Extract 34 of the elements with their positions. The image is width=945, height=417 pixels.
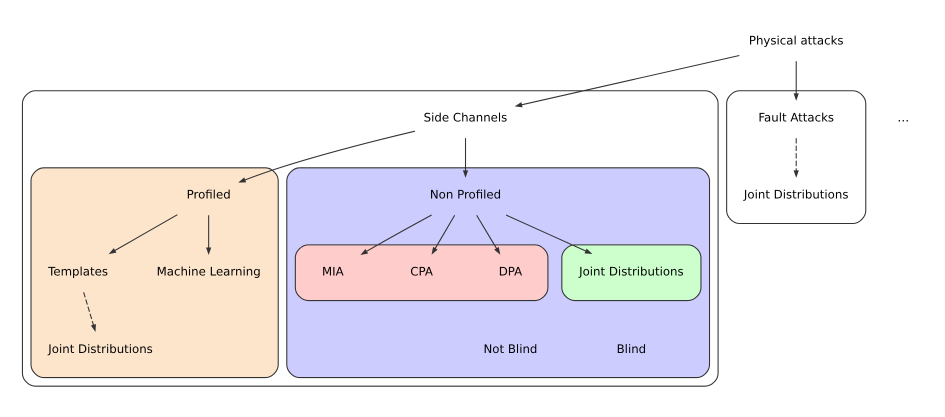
node-text: Fault Attacks [758,110,834,125]
cluster [21,90,718,387]
arrow [793,61,798,101]
arrow [82,292,96,332]
node-text: Joint Distributions [48,342,152,356]
arrow [476,214,500,255]
cluster [286,167,710,378]
node-text: Templates [48,264,108,279]
cluster [294,244,548,302]
node-text: Joint Distributions [743,188,848,202]
arrow [462,138,468,178]
arrow [514,54,739,108]
node-text: Physical attacks [748,34,844,48]
label: Blind [616,342,646,356]
node-text: Joint Distributions [578,264,684,279]
arrow [108,214,178,254]
node-text: Non Profiled [429,188,501,202]
node-text: Side Channels [423,110,507,125]
arrow [206,215,211,255]
node-text: Profiled [186,188,230,202]
arrow [238,130,415,183]
arrow [360,214,432,256]
arrow [505,214,592,254]
label: … [896,110,909,125]
node-text: DPA [498,264,522,279]
cluster [30,167,278,378]
label: Not Blind [483,342,537,356]
arrow [793,138,798,178]
node-text: MIA [321,264,344,279]
node-text: CPA [410,264,432,279]
node-text: Machine Learning [156,264,260,279]
arrow [431,214,455,255]
cluster [726,90,866,224]
cluster [560,244,701,302]
